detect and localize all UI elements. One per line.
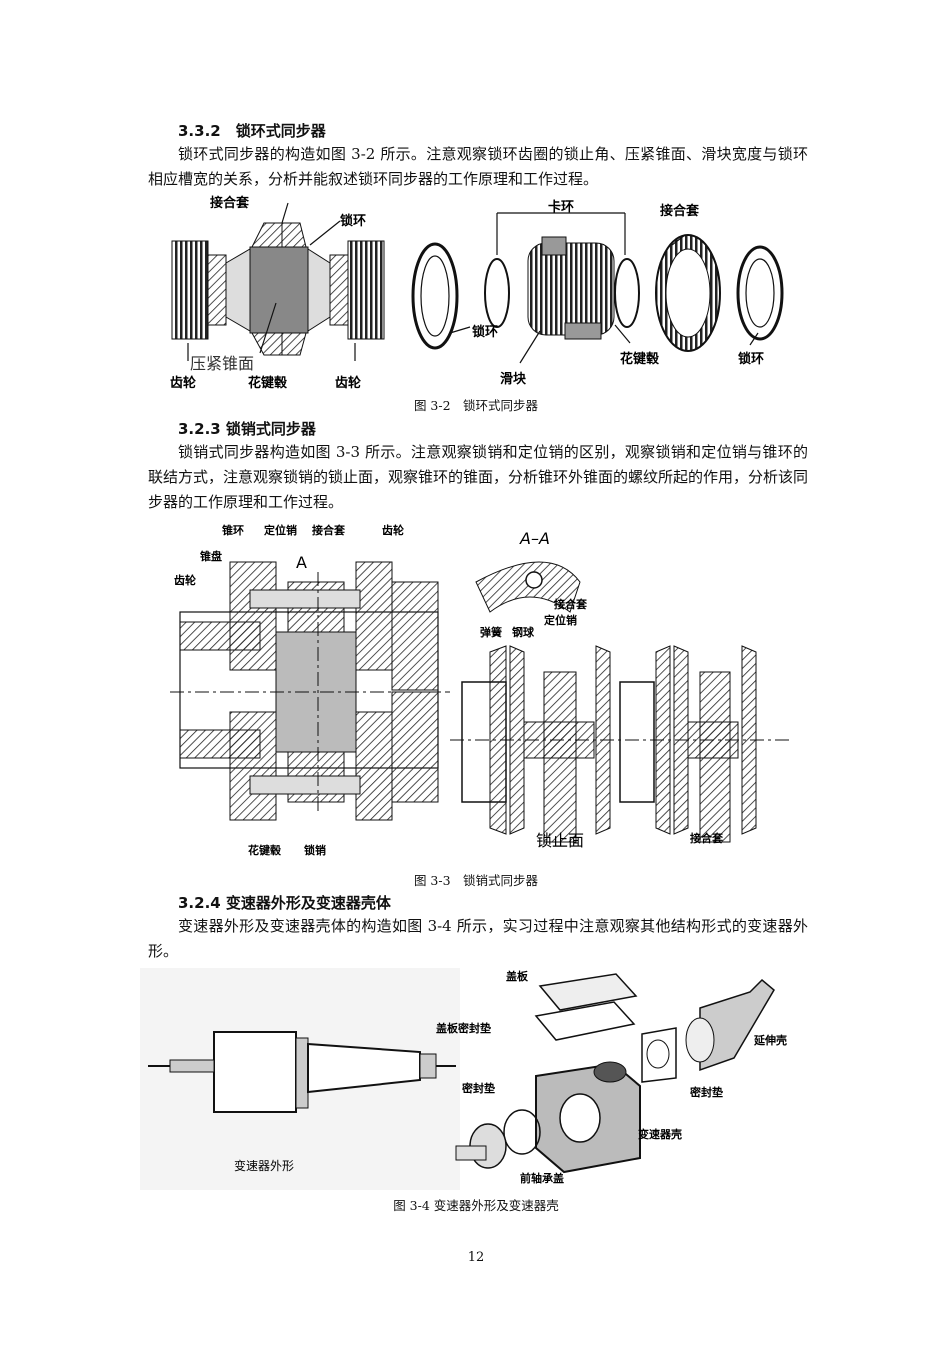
label-mifengdian-left: 密封垫 (462, 1081, 495, 1095)
label-yajin: 压紧锥面 (190, 354, 254, 373)
label-waixing: 变速器外形 (234, 1158, 294, 1173)
label-section-a: A (296, 553, 307, 572)
label-suohuan-mid: 锁环 (472, 324, 498, 340)
page-number: 12 (467, 1250, 485, 1265)
label-huajiangu-right: 花键毂 (620, 351, 660, 367)
label-suoxiao: 锁销 (304, 843, 326, 857)
section-paragraph-323: 锁销式同步器构造如图 3-3 所示。注意观察锁销和定位销的区别，观察锁销和定位销… (148, 443, 809, 511)
label-chilun-top: 齿轮 (382, 523, 404, 537)
label-jiehetao-right: 接合套 (660, 203, 700, 219)
label-gangqiu: 钢球 (512, 625, 535, 639)
label-zhuipan: 锥盘 (200, 549, 222, 563)
figure-3-3-caption: 图 3-3 锁销式同步器 (413, 873, 539, 888)
figure-3-4-drawing: 盖板 盖板密封垫 延伸壳 密封垫 密封垫 变速器壳 前轴承盖 变速器外形 (140, 968, 787, 1190)
label-section-aa: A–A (519, 529, 550, 548)
section-paragraph-324: 变速器外形及变速器壳体的构造如图 3-4 所示，实习过程中注意观察其他结构形式的… (148, 917, 808, 960)
label-jiehetao-left: 接合套 (210, 195, 250, 211)
label-suohuan-left: 锁环 (340, 213, 366, 229)
figure-3-2-drawing: 接合套 锁环 压紧锥面 齿轮 花键毂 齿轮 卡环 接合套 锁环 滑块 花键毂 锁… (170, 195, 784, 391)
label-chilun-left: 齿轮 (174, 573, 196, 587)
label-yanshenke: 延伸壳 (753, 1033, 787, 1047)
label-suozhimian: 锁止面 (536, 831, 584, 850)
figure-3-2: 接合套 锁环 压紧锥面 齿轮 花键毂 齿轮 卡环 接合套 锁环 滑块 花键毂 锁… (160, 193, 800, 393)
figure-3-2-caption: 图 3-2 锁环式同步器 (413, 398, 539, 413)
figure-3-3-drawing: 锥环 定位销 接合套 齿轮 锥盘 齿轮 A 花键毂 锁销 A–A 接合套 定位销… (170, 523, 790, 857)
section-paragraph-332: 锁环式同步器的构造如图 3-2 所示。注意观察锁环齿圈的锁止角、压紧锥面、滑块宽… (148, 145, 808, 188)
label-chilun-right: 齿轮 (335, 375, 361, 391)
label-jiehetao: 接合套 (312, 523, 346, 537)
label-tanhuang: 弹簧 (480, 625, 502, 639)
label-dingweixiao: 定位销 (264, 523, 297, 537)
figure-3-4: 盖板 盖板密封垫 延伸壳 密封垫 密封垫 变速器壳 前轴承盖 变速器外形 (140, 968, 810, 1190)
label-jiehetao-bottom: 接合套 (690, 831, 724, 845)
label-dingweixiao-aa: 定位销 (544, 613, 577, 627)
label-huajiangu: 花键毂 (248, 843, 282, 857)
label-chilun-left: 齿轮 (170, 375, 196, 391)
figure-3-4-caption: 图 3-4 变速器外形及变速器壳 (393, 1198, 559, 1213)
label-huakuai: 滑块 (500, 371, 527, 387)
figure-3-3: 锥环 定位销 接合套 齿轮 锥盘 齿轮 A 花键毂 锁销 A–A 接合套 定位销… (150, 522, 800, 860)
label-huajiangu-left: 花键毂 (248, 375, 288, 391)
label-kahuan: 卡环 (548, 199, 574, 215)
label-jiehetao-aa: 接合套 (554, 597, 588, 611)
label-gaiban-mifeng: 盖板密封垫 (436, 1021, 491, 1035)
section-heading-323: 3.2.3 锁销式同步器 (178, 420, 316, 438)
label-suohuan-right: 锁环 (738, 351, 764, 367)
section-heading-324: 3.2.4 变速器外形及变速器壳体 (178, 894, 391, 912)
label-zhuihuan: 锥环 (222, 523, 244, 537)
section-heading-332: 3.3.2 锁环式同步器 (178, 122, 326, 140)
label-mifengdian-right: 密封垫 (690, 1085, 723, 1099)
label-gaiban: 盖板 (506, 969, 529, 983)
label-qianzhou: 前轴承盖 (520, 1171, 564, 1185)
label-biansuqike: 变速器壳 (638, 1127, 682, 1141)
